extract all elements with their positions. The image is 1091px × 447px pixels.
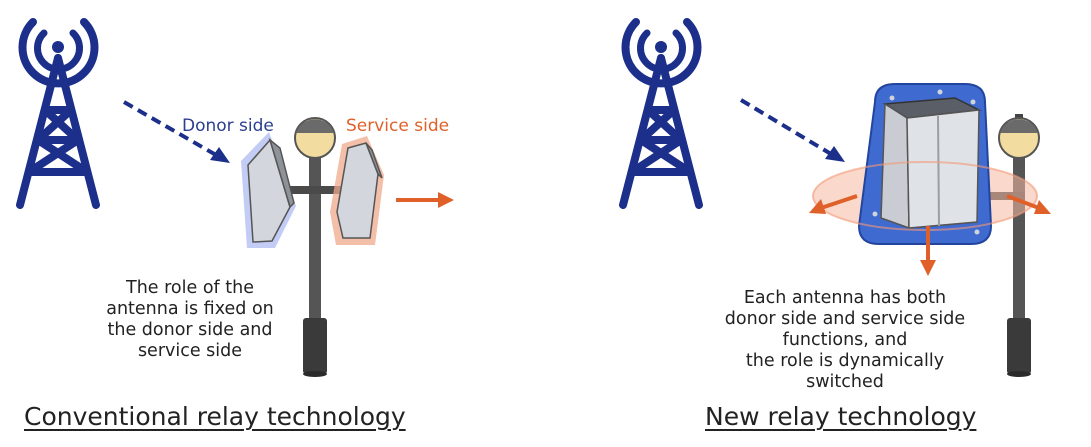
description-line: antenna is fixed on: [106, 299, 274, 319]
description-line: the donor side and: [107, 320, 273, 340]
description-line: switched: [806, 372, 884, 392]
new-relay-illustration: [619, 18, 1051, 377]
base-station-tower-icon: [619, 18, 703, 209]
incoming-signal-arrow: [739, 98, 845, 162]
service-side-label: Service side: [346, 116, 450, 136]
new-relay-panel: Each antenna has both donor side and ser…: [545, 0, 1091, 447]
description-line: the role is dynamically: [745, 351, 945, 371]
conventional-description: The role of the antenna is fixed on the …: [90, 278, 290, 362]
description-line: The role of the: [126, 278, 254, 298]
description-line: donor side and service side: [724, 309, 966, 329]
description-line: service side: [137, 341, 243, 361]
description-line: functions, and: [782, 330, 908, 350]
donor-side-label: Donor side: [182, 116, 274, 136]
conventional-caption: Conventional relay technology: [24, 402, 406, 431]
new-relay-caption: New relay technology: [705, 402, 977, 431]
conventional-relay-illustration: [16, 18, 454, 377]
service-side-antenna: [330, 136, 384, 245]
incoming-signal-arrow: [123, 100, 230, 163]
donor-side-antenna: [241, 132, 296, 248]
new-relay-description: Each antenna has both donor side and ser…: [685, 288, 1005, 393]
multi-face-antenna-unit: [857, 83, 993, 245]
right-outgoing-arrow: [1006, 194, 1051, 214]
description-line: Each antenna has both: [743, 288, 947, 308]
down-outgoing-arrow: [920, 226, 936, 276]
lamp-pole: [272, 117, 360, 377]
left-outgoing-arrow: [809, 194, 858, 214]
conventional-relay-panel: Donor side Service side The role of the …: [0, 0, 545, 447]
base-station-tower-icon: [16, 18, 100, 209]
radiation-ring-edge: [812, 161, 1038, 231]
outgoing-service-arrow: [396, 192, 454, 208]
